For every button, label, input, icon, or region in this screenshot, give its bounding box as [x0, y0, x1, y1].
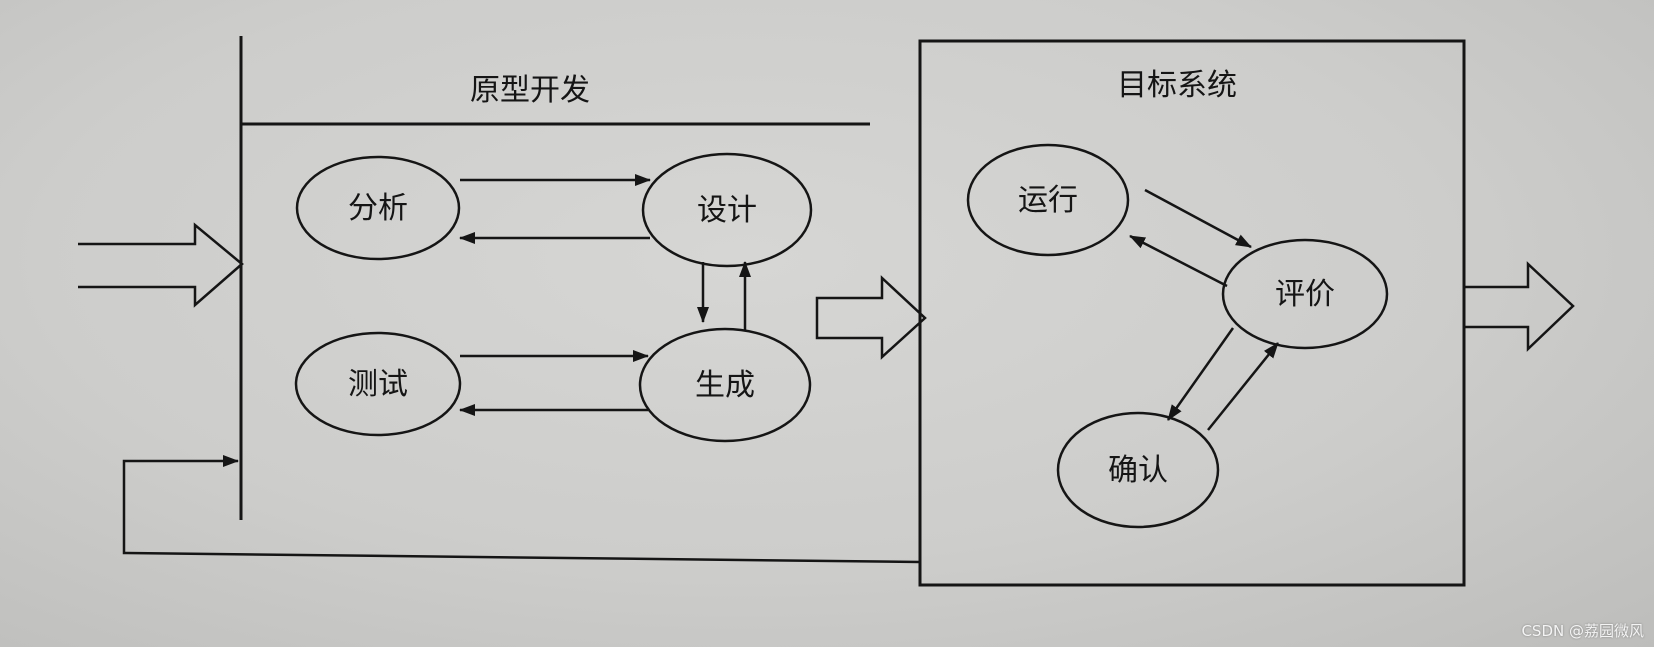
edge-evaluate-confirm [1166, 327, 1279, 431]
prototype-frame [239, 36, 870, 520]
node-analysis-label: 分析 [348, 191, 408, 226]
feedback-loop [122, 455, 921, 564]
node-evaluate: 评价 [1221, 238, 1389, 350]
node-confirm: 确认 [1056, 411, 1220, 529]
node-evaluate-label: 评价 [1275, 277, 1335, 312]
node-test-label: 测试 [348, 367, 408, 402]
node-run-label: 运行 [1018, 183, 1078, 218]
target-system-frame [918, 39, 1466, 587]
node-generate-label: 生成 [695, 368, 755, 403]
input-arrow [78, 222, 244, 308]
edge-run-evaluate [1129, 188, 1252, 288]
target-title: 目标系统 [1117, 68, 1237, 103]
node-design: 设计 [641, 152, 813, 268]
node-design-label: 设计 [697, 193, 757, 228]
edge-analysis-design [459, 174, 651, 244]
watermark-label: CSDN @荔园微风 [1521, 622, 1644, 640]
edge-test-generate [459, 350, 649, 416]
node-run: 运行 [966, 143, 1130, 257]
node-generate: 生成 [638, 327, 812, 443]
prototype-title: 原型开发 [470, 73, 590, 108]
edge-design-generate [697, 261, 751, 330]
node-confirm-label: 确认 [1108, 453, 1168, 488]
output-arrow [1464, 261, 1575, 352]
node-test: 测试 [294, 331, 462, 437]
transfer-arrow [815, 275, 927, 360]
node-analysis: 分析 [295, 155, 461, 261]
